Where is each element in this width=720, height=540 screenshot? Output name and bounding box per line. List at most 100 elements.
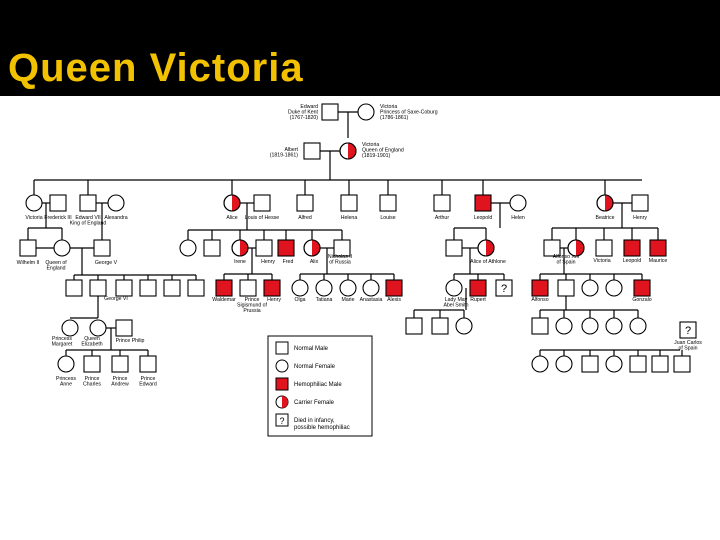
legend-circle	[275, 359, 289, 373]
male-symbol	[65, 279, 83, 297]
legend-square	[275, 341, 289, 355]
female-symbol	[531, 355, 549, 373]
male-symbol	[340, 194, 358, 212]
female-symbol	[53, 239, 71, 257]
person-label: Marie	[342, 297, 355, 303]
carrier-female-symbol	[339, 142, 357, 160]
person-label: Louise	[380, 215, 395, 221]
male-symbol	[433, 194, 451, 212]
male-symbol	[89, 279, 107, 297]
person-label: Leopold	[623, 258, 642, 264]
legend-label: Normal Male	[294, 346, 329, 352]
male-symbol	[111, 355, 129, 373]
person-label: Alexandra	[104, 215, 127, 221]
affected-male-symbol	[385, 279, 403, 297]
male-symbol	[595, 239, 613, 257]
female-symbol	[581, 317, 599, 335]
male-symbol	[651, 355, 669, 373]
female-symbol	[555, 317, 573, 335]
male-symbol	[115, 279, 133, 297]
legend-circle-half	[282, 396, 288, 408]
person-label: George VI	[104, 296, 128, 302]
male-symbol	[139, 355, 157, 373]
person-label: Helena	[341, 215, 358, 221]
male-symbol	[93, 239, 111, 257]
female-symbol	[629, 317, 647, 335]
person-label: Anastasia	[360, 297, 383, 303]
affected-male-symbol	[263, 279, 281, 297]
affected-male-symbol	[633, 279, 651, 297]
male-symbol	[83, 355, 101, 373]
carrier-female-symbol	[567, 239, 585, 257]
person-label: Gonzalo	[632, 297, 651, 303]
person-label: Wilhelm II	[17, 260, 40, 266]
person-label: Irene	[234, 259, 246, 265]
person-label: Alfonso	[531, 297, 548, 303]
legend-square	[275, 377, 289, 391]
male-symbol	[431, 317, 449, 335]
male-symbol	[581, 355, 599, 373]
female-symbol	[605, 317, 623, 335]
female-symbol	[605, 279, 623, 297]
female-symbol	[179, 239, 197, 257]
female-symbol	[107, 194, 125, 212]
person-label: Maurice	[649, 258, 668, 264]
person-label: Leopold	[474, 215, 493, 221]
male-symbol	[115, 319, 133, 337]
female-symbol	[605, 355, 623, 373]
person-label: Arthur	[435, 215, 449, 221]
person-label: Albert(1819-1861)	[270, 147, 299, 159]
female-symbol	[61, 319, 79, 337]
carrier-female-symbol	[303, 239, 321, 257]
person-label: Henry	[267, 297, 281, 303]
male-symbol	[239, 279, 257, 297]
person-label: Rupert	[470, 297, 486, 303]
male-symbol	[379, 194, 397, 212]
female-symbol	[362, 279, 380, 297]
male-symbol	[631, 194, 649, 212]
affected-male-symbol	[623, 239, 641, 257]
female-symbol	[455, 317, 473, 335]
legend-label: Died in infancy,possible hemophiliac	[294, 418, 350, 431]
female-symbol	[315, 279, 333, 297]
affected-male-symbol	[531, 279, 549, 297]
svg-text:?: ?	[685, 325, 691, 337]
person-label: George V	[95, 260, 118, 266]
male-symbol	[445, 239, 463, 257]
person-label: Victoria	[25, 215, 42, 221]
person-label: Alix	[310, 259, 319, 265]
slide-title: Queen Victoria	[8, 46, 304, 90]
female-symbol	[25, 194, 43, 212]
affected-male-symbol	[474, 194, 492, 212]
female-symbol	[581, 279, 599, 297]
male-symbol	[629, 355, 647, 373]
carrier-female-symbol	[596, 194, 614, 212]
affected-male-symbol	[215, 279, 233, 297]
person-label: Henry	[261, 259, 275, 265]
person-label: Louis of Hesse	[245, 215, 279, 221]
male-symbol	[557, 279, 575, 297]
male-symbol	[187, 279, 205, 297]
legend-label: Hemophiliac Male	[294, 382, 342, 388]
carrier-female-symbol	[231, 239, 249, 257]
possible-hemophiliac-symbol: ?	[679, 321, 697, 339]
person-label: Fred	[283, 259, 294, 265]
male-symbol	[405, 317, 423, 335]
person-label: Alfred	[298, 215, 312, 221]
female-symbol	[339, 279, 357, 297]
person-label: Victoria	[593, 258, 610, 264]
male-symbol	[321, 103, 339, 121]
